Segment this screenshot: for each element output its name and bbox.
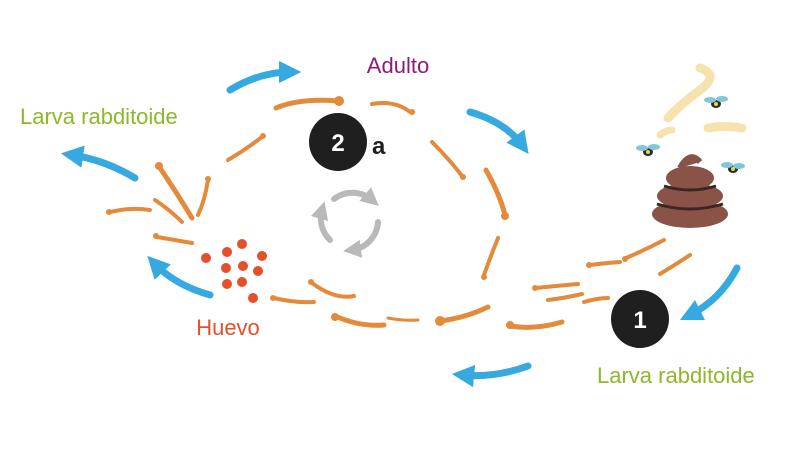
- larva-icon: [106, 206, 152, 215]
- larva-icon: [273, 96, 344, 111]
- larva-icon: [153, 198, 184, 224]
- fly-icon: [721, 162, 745, 173]
- larva-icon: [226, 133, 266, 162]
- egg-icon: [253, 266, 263, 276]
- larva-icon: [370, 101, 415, 115]
- larva-icon: [270, 295, 316, 305]
- larva-icon: [153, 233, 194, 245]
- cycle-arrow-icon: [226, 60, 302, 94]
- label-larva-rabditoide-right: Larva rabditoide: [597, 363, 755, 388]
- stage-badge-1-number: 1: [633, 307, 646, 334]
- fly-icon: [704, 96, 728, 108]
- label-huevo: Huevo: [196, 315, 260, 340]
- cycle-arrows-icon: [310, 187, 381, 258]
- stage-badge-2: 2 a: [309, 113, 386, 171]
- feces-icon: [652, 63, 747, 228]
- cycle-arrow-icon: [466, 108, 529, 155]
- stage-badge-2-number: 2: [331, 130, 344, 157]
- larva-icon: [546, 292, 584, 302]
- larva-icon: [658, 253, 692, 276]
- larva-icon: [196, 176, 211, 217]
- larva-icon: [155, 162, 195, 221]
- larvae: [106, 96, 692, 330]
- larva-icon: [386, 316, 420, 322]
- egg-icon: [222, 279, 232, 289]
- fly-icon: [636, 144, 660, 156]
- larva-icon: [582, 296, 610, 304]
- egg-icon: [257, 251, 267, 261]
- egg-icon: [238, 261, 248, 271]
- stage-badge-1: 1: [611, 290, 669, 348]
- larva-icon: [481, 236, 500, 280]
- larva-icon: [483, 167, 509, 220]
- egg-icon: [248, 293, 258, 303]
- larva-icon: [586, 260, 622, 268]
- egg-icon: [201, 253, 211, 263]
- egg-icon: [237, 239, 247, 249]
- stage-badge-2-suffix: a: [372, 133, 386, 160]
- larva-icon: [532, 282, 580, 291]
- larva-icon: [435, 304, 491, 326]
- larva-icon: [622, 238, 666, 262]
- egg-icon: [222, 247, 232, 257]
- cycle-arrow-icon: [60, 145, 139, 182]
- cycle-arrow-icon: [451, 362, 532, 388]
- larva-icon: [506, 319, 565, 330]
- cycle-arrow-icon: [147, 255, 214, 299]
- cycle-arrows: [60, 60, 741, 388]
- egg-icon: [237, 277, 247, 287]
- larva-icon: [430, 140, 466, 180]
- label-larva-rabditoide-left: Larva rabditoide: [20, 104, 178, 129]
- larva-icon: [308, 279, 356, 299]
- cycle-arrow-icon: [679, 264, 741, 321]
- larva-icon: [331, 313, 387, 328]
- eggs: [201, 239, 267, 303]
- label-adulto: Adulto: [367, 53, 429, 78]
- egg-icon: [221, 263, 231, 273]
